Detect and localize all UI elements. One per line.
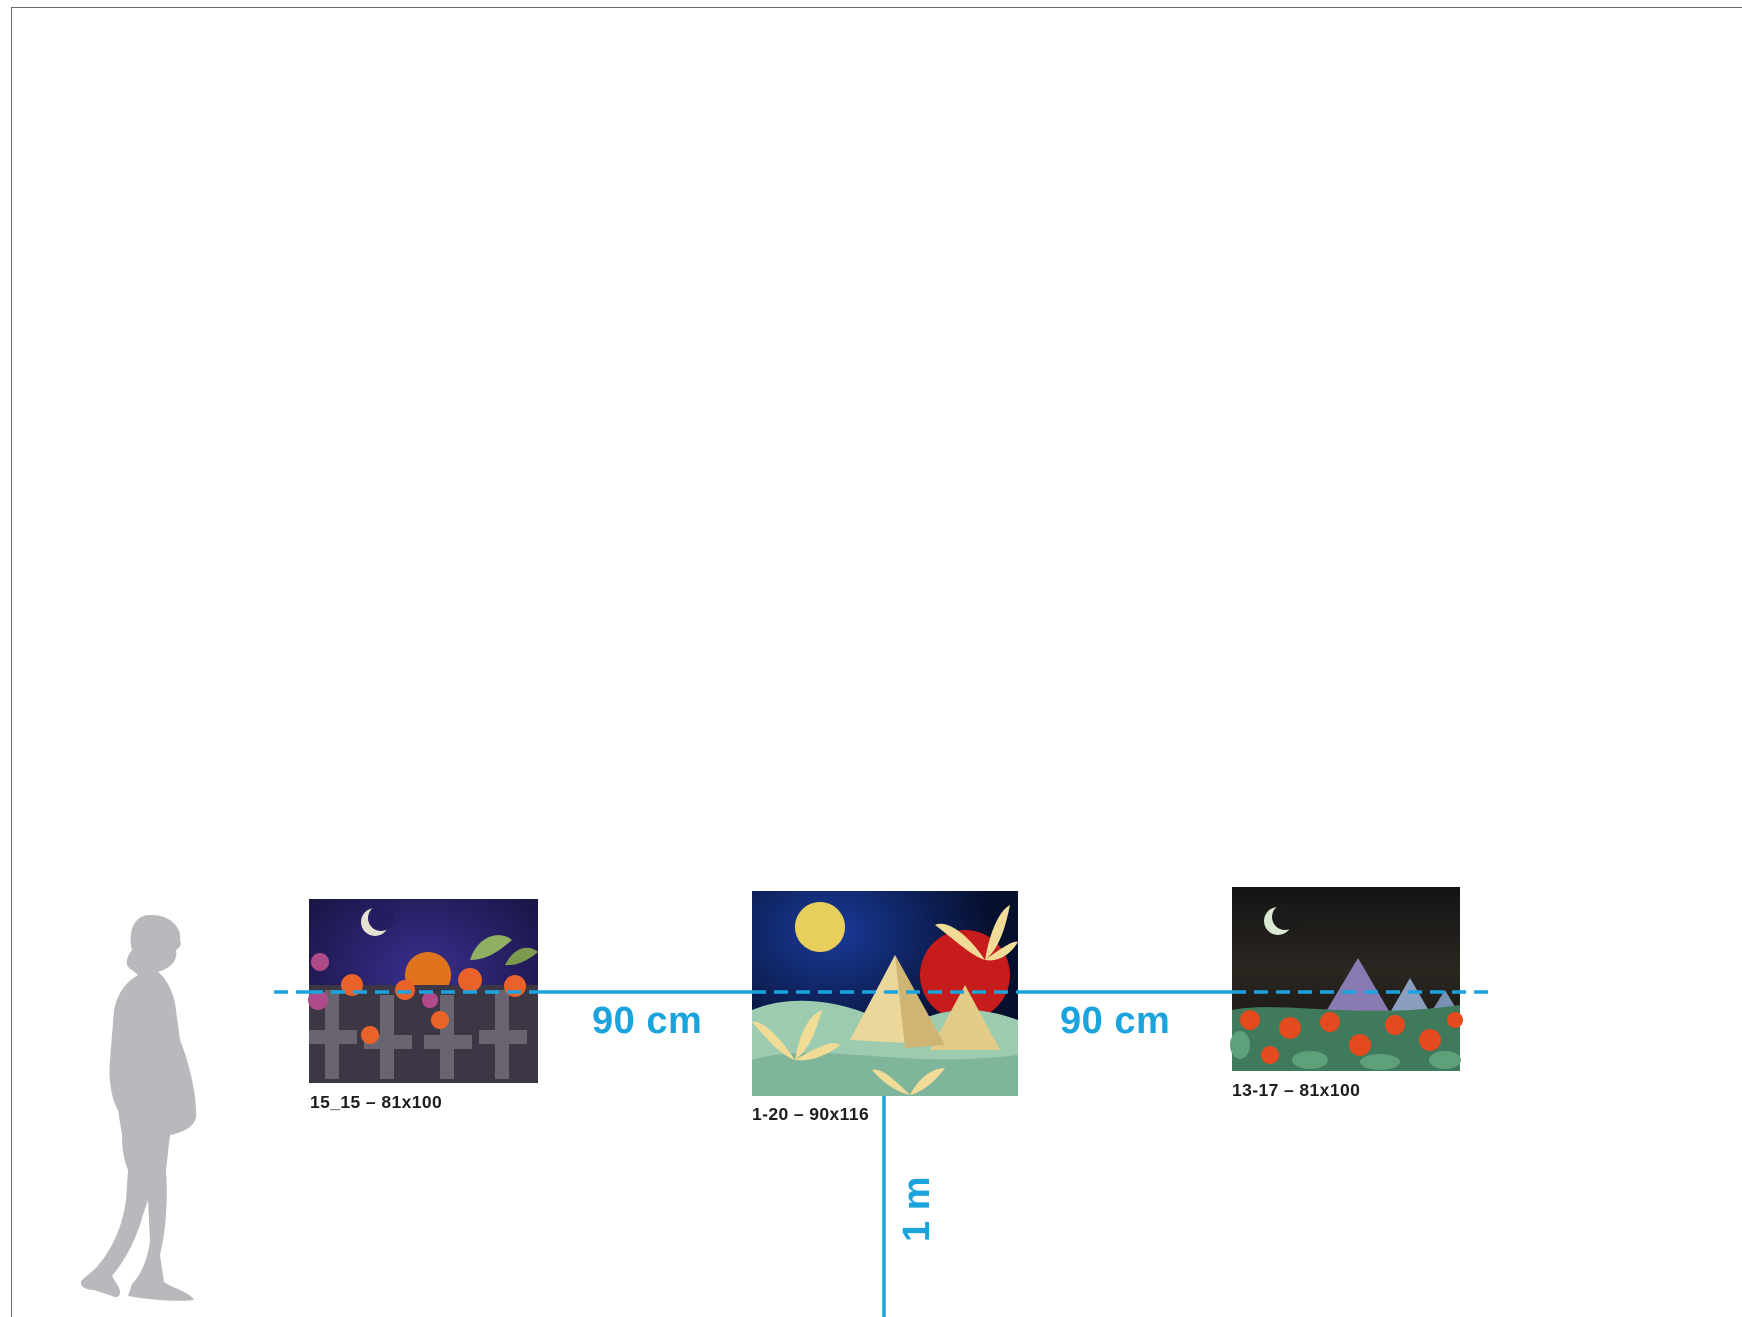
gap-label-left: 90 cm — [592, 1000, 703, 1042]
caption-painting-2: 1-20 – 90x116 — [752, 1104, 870, 1124]
caption-painting-1: 15_15 – 81x100 — [310, 1092, 443, 1112]
painting-13-17 — [1230, 887, 1463, 1071]
person-silhouette-icon — [80, 914, 197, 1301]
measurement-lines — [274, 990, 1495, 1317]
caption-painting-3: 13-17 – 81x100 — [1232, 1080, 1361, 1100]
height-label: 1 m — [896, 1176, 938, 1242]
gap-label-right: 90 cm — [1060, 1000, 1171, 1042]
wall-frame — [11, 7, 1742, 1317]
